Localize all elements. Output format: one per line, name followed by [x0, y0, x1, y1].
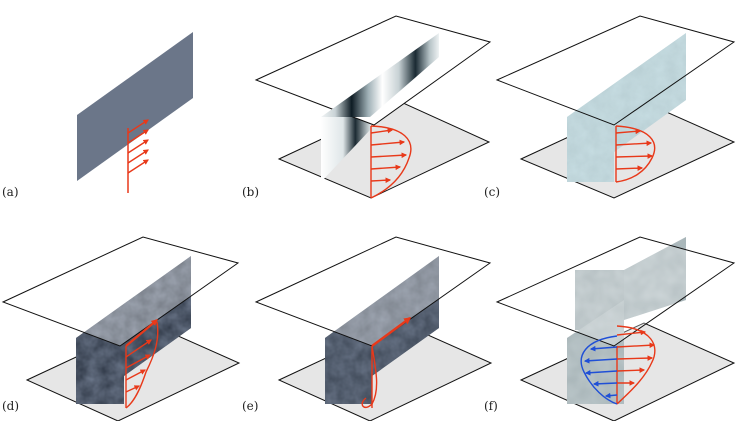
- velocity-profile-f-blue: [580, 335, 618, 405]
- panel-label-e: (e): [242, 399, 258, 413]
- panel-c: (c): [484, 15, 736, 199]
- plane-a: [77, 32, 193, 181]
- panel-f: (f): [484, 236, 736, 421]
- panel-e: (e): [242, 236, 493, 421]
- panel-d: (d): [1, 236, 241, 421]
- velocity-profile-b: [370, 125, 412, 199]
- slice-upper-b: [321, 33, 439, 117]
- panel-label-c: (c): [484, 185, 500, 199]
- top-plate-e: [254, 236, 492, 347]
- panel-a: (a): [2, 32, 193, 199]
- top-plate-c: [495, 15, 736, 126]
- slice-lower-b: [321, 117, 370, 182]
- panel-label-b: (b): [242, 185, 259, 199]
- top-plate-d: [1, 236, 240, 347]
- panel-b: (b): [242, 15, 492, 199]
- velocity-arrows-a: [127, 119, 149, 174]
- bottom-plate-f: [519, 322, 736, 421]
- panel-label-d: (d): [2, 399, 19, 413]
- velocity-profile-f-red: [616, 325, 656, 405]
- top-plate-f: [495, 236, 736, 347]
- panel-label-f: (f): [484, 399, 498, 413]
- velocity-profile-d: [125, 319, 159, 409]
- velocity-profile-c: [615, 125, 656, 183]
- panel-label-a: (a): [2, 185, 19, 199]
- velocity-profile-e: [361, 317, 412, 408]
